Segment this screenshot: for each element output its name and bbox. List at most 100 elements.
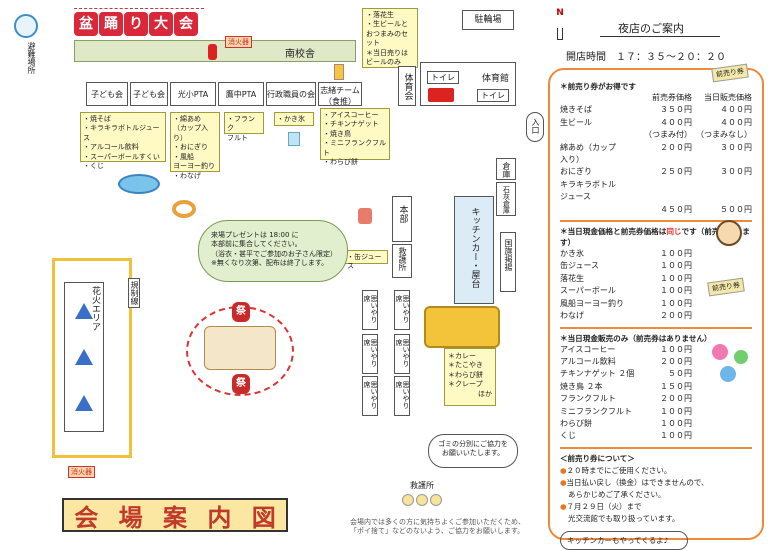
gift-bag-icon (358, 208, 372, 224)
priority-seat-1: 思いやり席 (362, 290, 378, 330)
parking-lot: 駐輪場 (462, 10, 514, 30)
venue-map-title: 会 場 案 内 図 (62, 498, 288, 532)
sec1-title: ＊前売り券がお得です (560, 82, 636, 91)
ring-toss-icon (172, 200, 196, 218)
first-aid-post: 救護所 (396, 480, 448, 514)
stall-items-takachu: ・フランクフルト (224, 112, 264, 142)
restricted-line-label: 規制線 (128, 278, 140, 308)
shaved-ice-icon (288, 132, 300, 146)
stall-items-admin: ・かき氷 (274, 112, 314, 126)
panel-title-underline (600, 36, 720, 37)
first-aid-station: 救護所 (392, 244, 412, 278)
presale-note-1: ●２０時までにご使用ください。 (560, 465, 672, 475)
banner-title: 盆踊り大会 (74, 12, 199, 36)
north-compass: N (549, 8, 571, 42)
matsuri-lantern-bottom: 祭 (232, 374, 250, 394)
child-icon (716, 220, 742, 246)
fire-extinguisher-label-bottom: 消火器 (68, 466, 95, 478)
matsuri-lantern-top: 祭 (232, 302, 250, 322)
presale-note-3: あらかじめご了承ください。 (568, 489, 666, 499)
fireworks-area (64, 282, 104, 432)
lime-storage: 石灰倉庫 (496, 182, 516, 216)
kitchen-car-area: キッチンカー・屋台 (454, 196, 494, 304)
peanut-beer-stall-note: ・落花生・生ビールとおつまみのセット＊当日売りはビールのみ (362, 8, 418, 68)
lantern-string (74, 8, 204, 12)
stall-sports-club: 体育会 (398, 66, 416, 106)
food-truck-icon (424, 306, 500, 348)
stall-items-shio: ・アイスコーヒー・チキンナゲット・焼き鳥・ミニフランクフルト・わらび餅 (320, 108, 390, 166)
present-notice-cloud: 来場プレゼントは 18:00 に本部前に集合してください。（浴衣・甚平でご参加の… (198, 220, 348, 282)
sec1-row: （つまみ付）（つまみなし） (644, 130, 752, 140)
priority-seat-2: 思いやり席 (394, 290, 410, 330)
flag-pole-area: 国旗掲揚 (500, 232, 516, 292)
storage-shed: 倉庫 (496, 158, 516, 180)
garbage-notice-bubble: ゴミの分別にご協力をお願いいたします。 (428, 434, 518, 468)
stall-hikari-pta: 光小PTA (170, 82, 216, 106)
presale-note-2: ●当日払い戻し（換金）はできませんので、 (560, 477, 709, 487)
balloon-blue-icon (720, 366, 736, 382)
footer-note: 会場内では多くの方に気持ちよくご参加いただくため、「ポイ捨て」などのないよう、ご… (350, 518, 525, 536)
sec2-title: ＊当日現金価格と前売券価格は同じです（前売券あります） (560, 227, 750, 248)
balloon-green-icon (734, 350, 748, 364)
fire-truck-icon (428, 88, 454, 102)
stall-shio-team: 志緒チーム（食推） (318, 82, 362, 106)
presale-note-5: 光交流館でも取り扱っています。 (568, 513, 680, 523)
stall-kids-2: 子ども会 (130, 82, 168, 106)
stall-items-hikari: ・綿あめ（カップ入り）・おにぎり・風船ヨーヨー釣り・わなげ (170, 112, 220, 180)
yagura-tower (204, 326, 276, 370)
stall-kids-1: 子ども会 (86, 82, 128, 106)
entrance-marker: 入口 (526, 112, 544, 142)
priority-seat-5: 思いやり席 (362, 376, 378, 416)
priority-seat-4: 思いやり席 (394, 334, 410, 374)
balloon-pink-icon (712, 344, 728, 360)
festival-logo (14, 14, 38, 38)
juice-stall: ・缶ジュース (344, 250, 388, 270)
notes-title: ＜前売り券について＞ (560, 453, 635, 463)
fire-extinguisher-icon (208, 44, 217, 60)
presale-note-4: ●７月２９日（火）まで (560, 501, 642, 511)
stall-items-kids: ・焼そば・キラキラボトルジュース・アルコール飲料・スーパーボールすくい・くじ (80, 112, 166, 170)
priority-seat-6: 思いやり席 (394, 376, 410, 416)
gym-toilet-1: トイレ (427, 71, 459, 84)
stall-takachu-pta: 鷹中PTA (218, 82, 264, 106)
gym-toilet-2: トイレ (477, 89, 509, 102)
priority-seat-3: 思いやり席 (362, 334, 378, 374)
sec3-title: ＊当日現金販売のみ（前売券はありません） (560, 333, 712, 343)
evacuation-label: 避難場所 (27, 42, 36, 74)
fireworks-area-label: 花火エリア (90, 286, 100, 331)
kiddie-pool-icon (118, 174, 160, 194)
headquarters: 本部 (392, 196, 412, 242)
kitchen-car-bubble: キッチンカーもやってくるよ♪ (560, 530, 688, 550)
kitchen-car-menu: ＊カレー＊たこやき＊わらび餅＊クレープほか (444, 348, 496, 406)
stall-admin-staff: 行政職員の会 (266, 82, 316, 106)
fireworks-area-border (52, 258, 132, 458)
beer-icon (334, 64, 344, 80)
fire-extinguisher-label-top: 消火器 (225, 36, 252, 48)
panel-title: 夜店のご案内 (618, 22, 684, 35)
sec1-row: キラキラボトルジュース (560, 179, 616, 202)
